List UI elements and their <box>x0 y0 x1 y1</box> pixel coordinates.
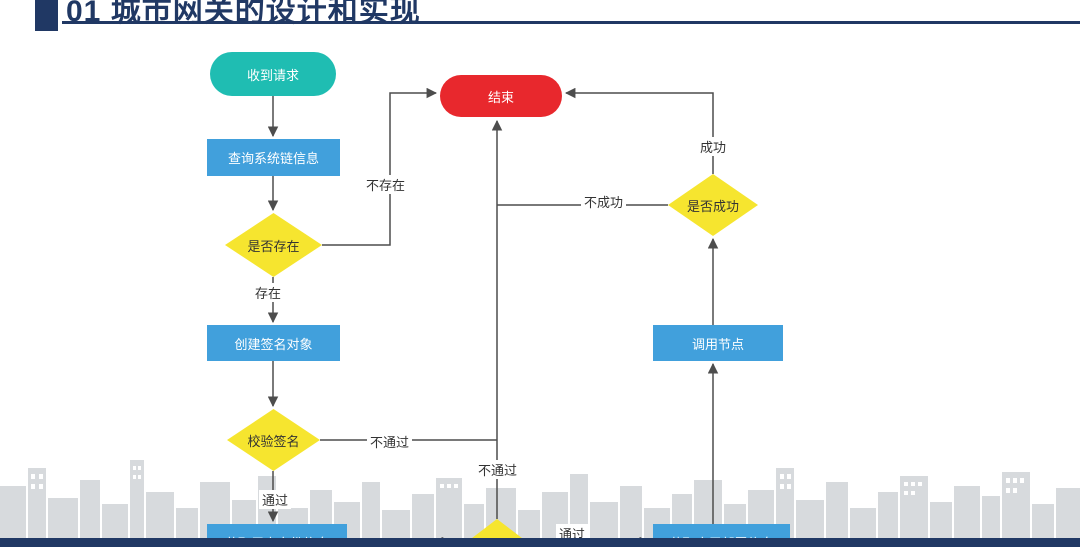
city-skyline <box>0 460 1080 538</box>
node-label: 是否存在 <box>247 238 300 254</box>
node-label: 是否成功 <box>686 198 739 214</box>
node-label: 收到请求 <box>246 67 299 83</box>
flow-node-create-signature: 创建签名对象 <box>207 325 340 361</box>
node-label: 创建签名对象 <box>234 336 313 352</box>
title-underline <box>62 21 1080 24</box>
edge-label-exists: 存在 <box>252 283 285 302</box>
node-label: 校验签名 <box>247 433 300 449</box>
flow-node-call-node: 调用节点 <box>653 325 783 361</box>
flow-node-end: 结束 <box>440 75 562 117</box>
node-label: 查询系统链信息 <box>227 151 319 166</box>
edge-label-signature-pass: 通过 <box>259 490 292 509</box>
flow-node-exists-decision: 是否存在 <box>225 213 322 277</box>
flow-node-receive-request: 收到请求 <box>210 52 336 96</box>
bottom-bar <box>0 538 1080 547</box>
page-title: 01 城市网关的设计和实现 <box>66 0 421 28</box>
flow-node-is-success: 是否成功 <box>668 174 758 236</box>
edge-label-not-exists: 不存在 <box>363 175 409 194</box>
flow-node-query-chain-info: 查询系统链信息 <box>207 139 340 176</box>
node-label: 调用节点 <box>691 336 744 352</box>
edge-label-success: 成功 <box>697 137 730 156</box>
edge-label-signature-fail: 不通过 <box>367 432 413 451</box>
flow-node-verify-signature: 校验签名 <box>227 409 320 471</box>
title-accent-bar <box>35 0 58 31</box>
edge-label-not-success: 不成功 <box>581 192 627 211</box>
node-label: 结束 <box>487 89 514 105</box>
edge-label-permission-fail: 不通过 <box>475 460 521 479</box>
